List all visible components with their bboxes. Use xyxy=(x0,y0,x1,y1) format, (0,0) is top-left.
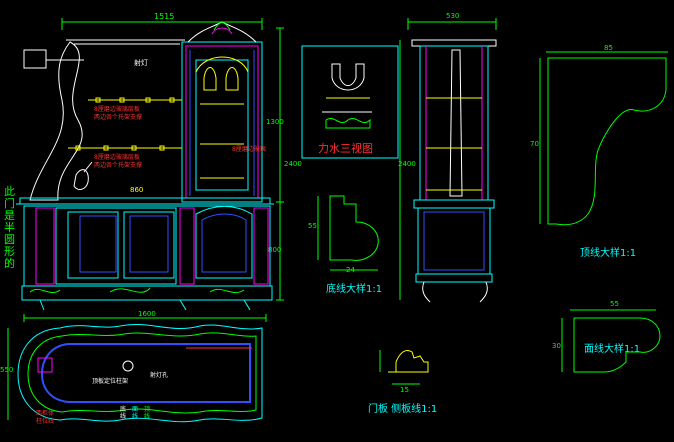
glass-note-1b: 两边各个托架支撑 xyxy=(94,114,143,121)
glass-note-2b: 两边各个托架支撑 xyxy=(94,162,143,169)
side-note-marker xyxy=(23,49,84,69)
right-dim-lower: 800 xyxy=(268,246,282,254)
waterfall-title: 力水三视图 xyxy=(318,142,373,155)
top-line-width-dim: 85 xyxy=(604,44,613,52)
plan-pos-b: 柱位线 xyxy=(36,418,55,425)
base-line-height-dim: 55 xyxy=(308,222,317,230)
base-line-title: 底线大样1:1 xyxy=(326,284,383,295)
top-line-height-dim: 70 xyxy=(530,140,539,148)
waterfall-three-views xyxy=(301,45,399,159)
plan-depth-dim: 550 xyxy=(0,366,14,374)
top-line-title: 顶线大样1:1 xyxy=(580,248,637,259)
lamp-top-label: 射灯 xyxy=(134,59,148,67)
plan-view xyxy=(7,314,267,423)
right-dim-total: 2400 xyxy=(284,160,302,168)
cabinet-width-dim: 1515 xyxy=(154,12,175,21)
plan-support-label: 顶板定位柱架 xyxy=(92,378,129,385)
plan-legend-base: 底线 xyxy=(120,406,127,420)
base-line-width-dim: 24 xyxy=(346,266,355,274)
plan-width-dim: 1600 xyxy=(138,310,156,318)
right-dim-upper: 1300 xyxy=(266,118,284,126)
front-elevation xyxy=(16,18,274,311)
door-line-width-dim: 15 xyxy=(400,386,409,394)
top-line-profile xyxy=(539,51,668,226)
face-line-width-dim: 55 xyxy=(610,300,619,308)
face-line-title: 面线大样1:1 xyxy=(584,344,641,355)
glass-note-3: 8厘磨边玻璃 xyxy=(232,146,266,153)
side-door-note: 此门是半圆形的 xyxy=(4,185,15,270)
face-line-height-dim: 30 xyxy=(552,342,561,350)
plan-legend-face: 面线 xyxy=(132,406,139,420)
front-right-dimensions xyxy=(276,27,284,301)
door-line-title: 门板 侧板线1:1 xyxy=(368,404,438,415)
face-line-profile xyxy=(561,309,661,373)
base-line-profile xyxy=(317,195,379,271)
plan-light-hole: 射灯孔 xyxy=(150,372,169,379)
side-elevation xyxy=(399,18,497,303)
counter-height-dim: 860 xyxy=(130,186,144,194)
glass-note-2a: 8厘磨边玻璃层板 xyxy=(94,154,140,161)
door-line-profile xyxy=(379,349,429,385)
side-width-dim: 530 xyxy=(446,12,460,20)
glass-note-1a: 8厘磨边玻璃层板 xyxy=(94,106,140,113)
plan-pos-a: 西柜体 xyxy=(36,410,55,417)
plan-legend-top: 顶线 xyxy=(144,406,151,420)
side-height-dim: 2400 xyxy=(398,160,416,168)
